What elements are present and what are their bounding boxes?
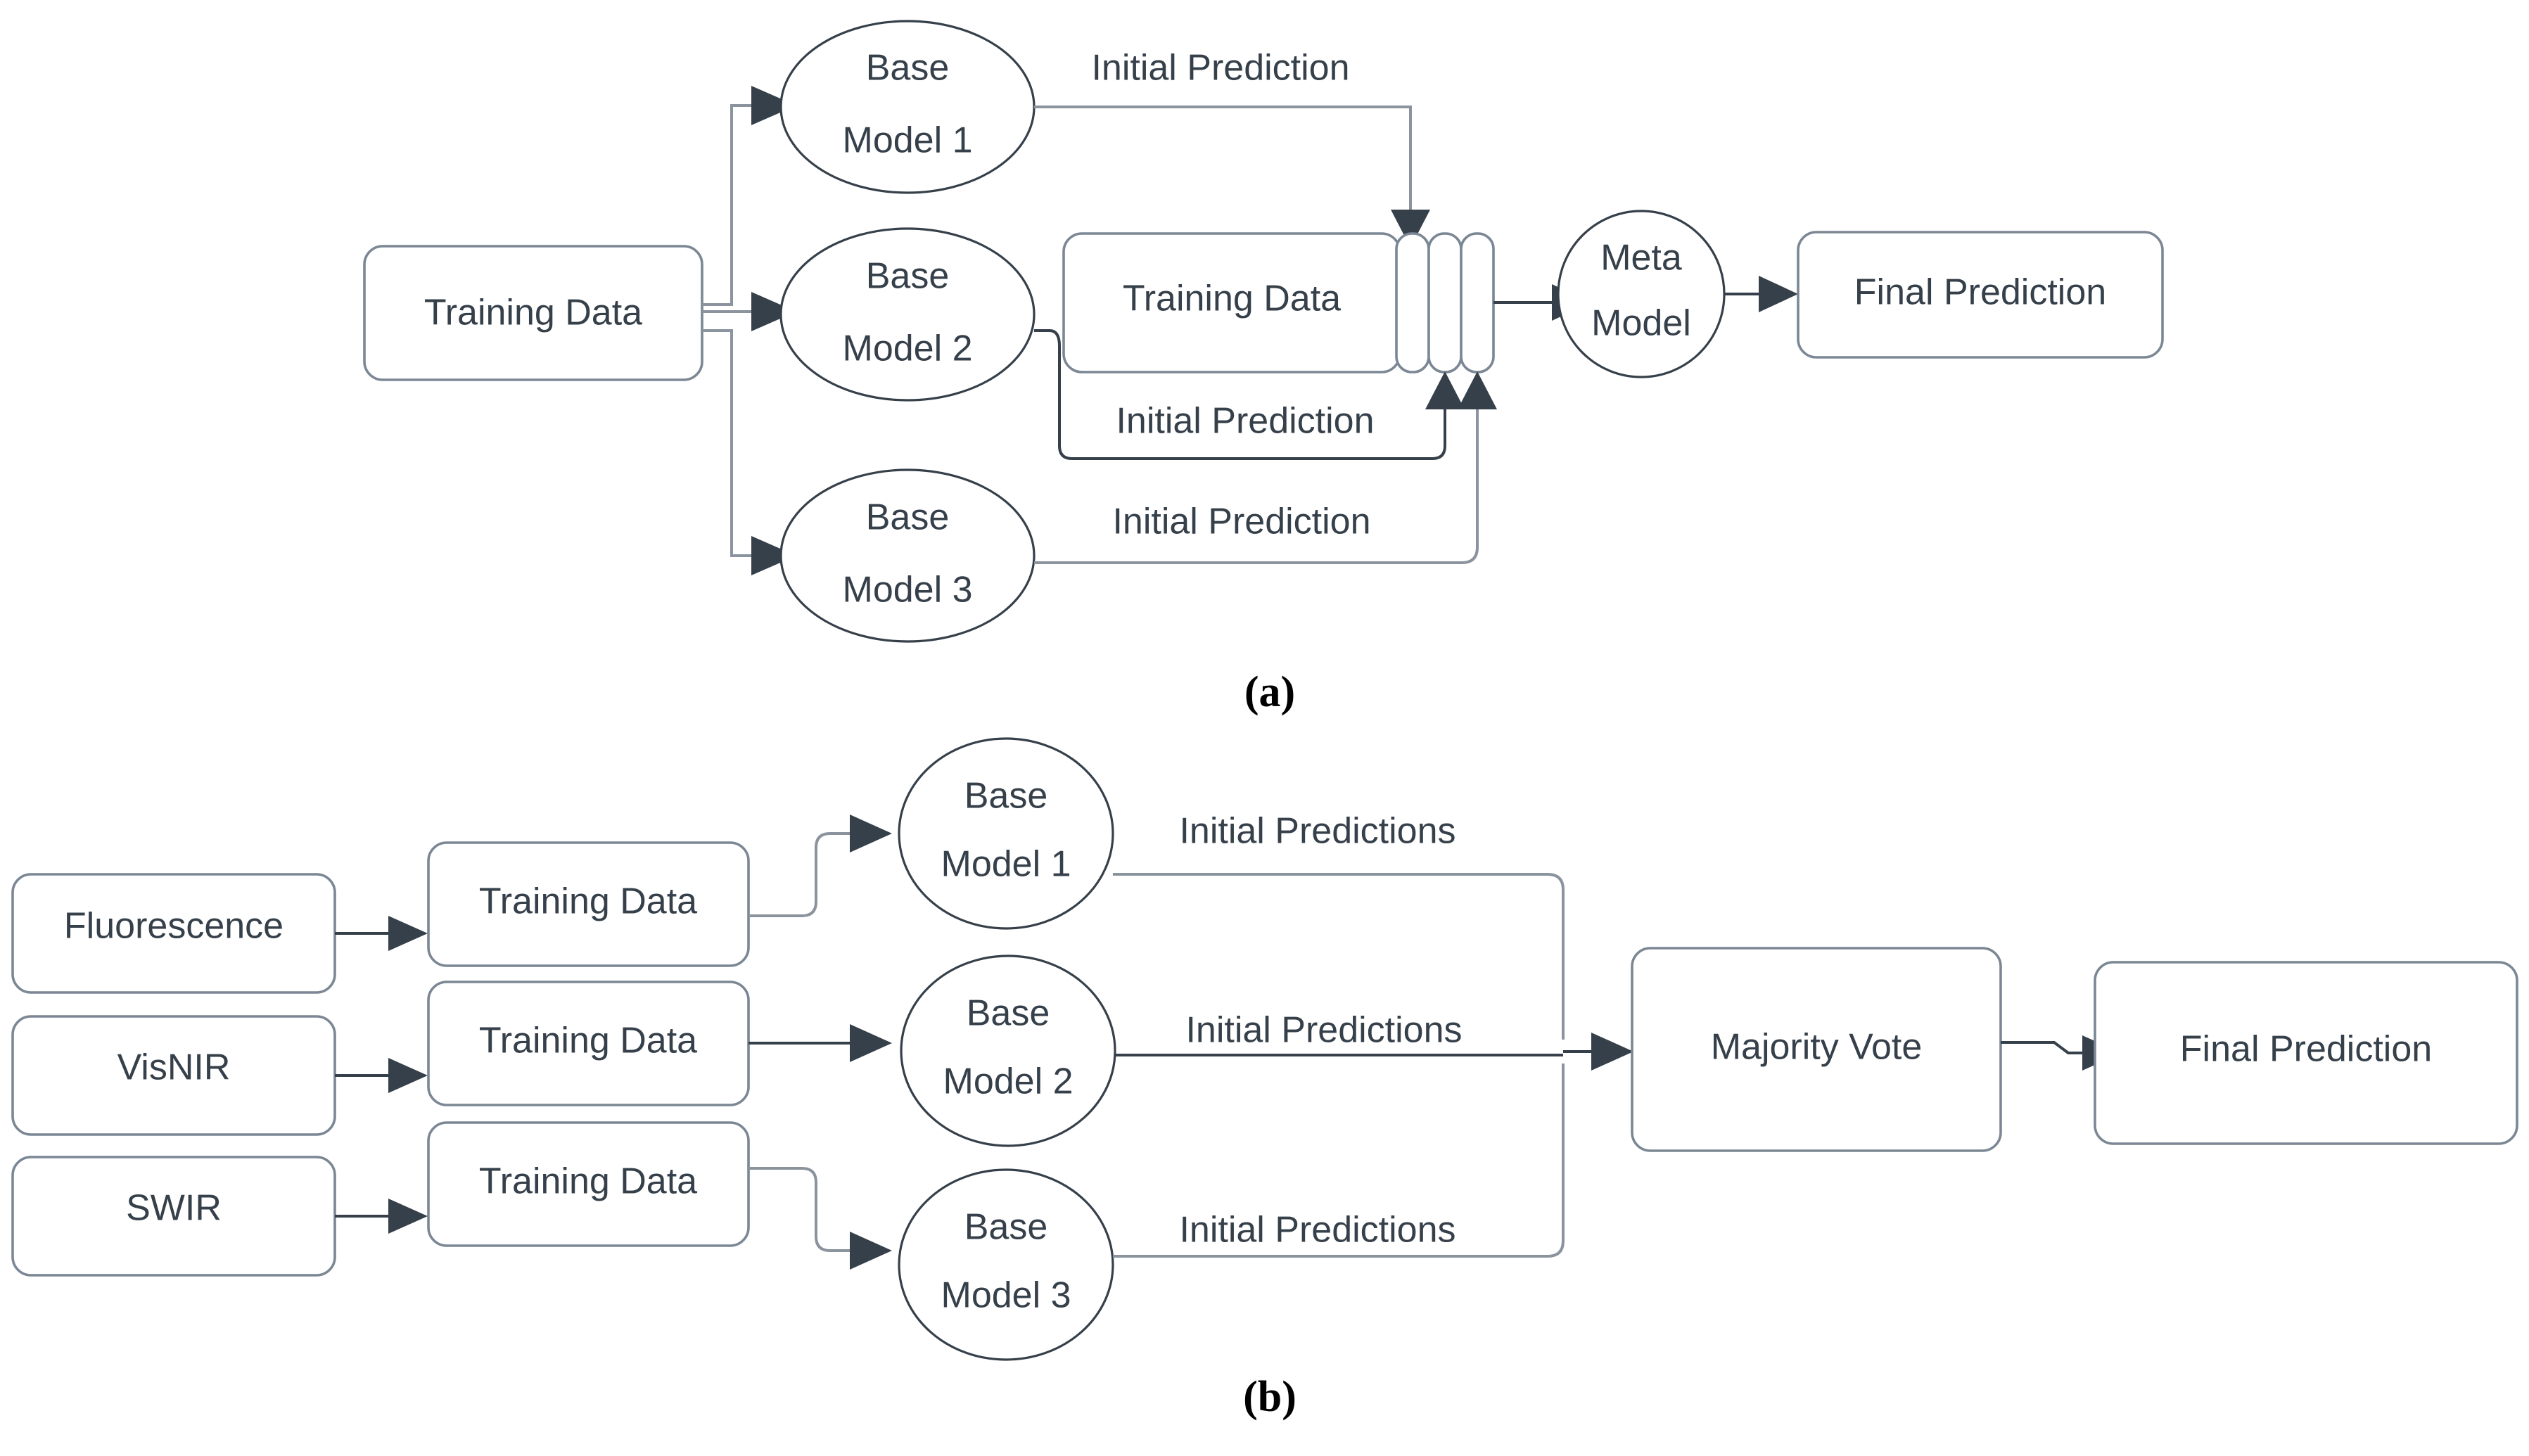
base-model-3-b-label-line1: Base [964, 1207, 1048, 1248]
meta-model-a-ellipse[interactable] [1557, 210, 1726, 378]
final-prediction-b-rect[interactable] [2094, 961, 2518, 1145]
edge-label-initial-prediction-3-a: Initial Prediction [1112, 502, 1370, 542]
base-model-2-a-label-line2: Model 2 [843, 328, 973, 369]
majority-vote-rect[interactable] [1631, 947, 2002, 1152]
stacked-box-2-a[interactable] [1427, 232, 1463, 373]
arrowhead-td2-bm2-b [850, 1024, 892, 1062]
connector-bm2-to-stack-a [1034, 329, 1446, 460]
base-model-3-b-ellipse[interactable] [898, 1168, 1114, 1361]
base-model-1-b-ellipse[interactable] [898, 737, 1114, 930]
training-data-1-b-rect[interactable] [427, 841, 750, 967]
base-model-1-b-label-line1: Base [964, 776, 1048, 817]
edge-label-initial-predictions-3-b: Initial Predictions [1179, 1210, 1455, 1251]
node-base-model-3-b[interactable]: Base Model 3 [898, 1168, 1114, 1361]
final-prediction-a-label: Final Prediction [1854, 272, 2106, 313]
panel-a: Training Data Base Model 1 Base Model 2 [363, 20, 2164, 716]
arrowhead-visnir-td-b [388, 1058, 428, 1093]
base-model-2-a-label-line1: Base [866, 256, 950, 297]
base-model-3-a-ellipse[interactable] [779, 468, 1036, 643]
source-swir-label: SWIR [126, 1188, 222, 1229]
final-prediction-b-label: Final Prediction [2180, 1029, 2432, 1070]
base-model-2-b-ellipse[interactable] [900, 954, 1116, 1147]
node-final-prediction-b[interactable]: Final Prediction [2094, 961, 2518, 1145]
connector-bm1-to-stack-a [1034, 106, 1412, 211]
base-model-1-a-label-line1: Base [866, 48, 950, 89]
edge-label-initial-predictions-1-b: Initial Predictions [1179, 811, 1455, 852]
connector-td1-to-bm1-b [748, 832, 855, 917]
node-base-model-3-a[interactable]: Base Model 3 [779, 468, 1036, 643]
node-source-visnir-b[interactable]: VisNIR [11, 1015, 336, 1136]
meta-training-data-a-label: Training Data [1123, 279, 1341, 319]
stacked-prediction-boxes-a[interactable] [1395, 232, 1495, 373]
edge-label-initial-prediction-2-a: Initial Prediction [1116, 401, 1374, 442]
connector-vote-to-final-b [2001, 1041, 2088, 1054]
stacked-box-3-a[interactable] [1460, 232, 1495, 373]
node-meta-model-a[interactable]: Meta Model [1557, 210, 1726, 378]
node-meta-training-data-a[interactable]: Training Data [1062, 232, 1401, 373]
node-base-model-2-a[interactable]: Base Model 2 [779, 227, 1036, 402]
panel-b-caption: (b) [1243, 1373, 1297, 1421]
training-data-1-b-label: Training Data [479, 881, 697, 922]
final-prediction-a-rect[interactable] [1797, 231, 2164, 359]
edge-label-initial-predictions-2-b: Initial Predictions [1185, 1010, 1462, 1051]
base-model-1-b-label-line2: Model 1 [941, 844, 1071, 885]
arrowhead-to-final-prediction-a [1759, 276, 1798, 312]
node-training-data-input-a[interactable]: Training Data [363, 245, 703, 381]
node-training-data-3-b[interactable]: Training Data [427, 1121, 750, 1247]
arrowhead-bm2-stack-a [1425, 371, 1465, 409]
connector-bm3-to-stack-a [1034, 408, 1479, 564]
connector-training-to-bm1-a [702, 104, 756, 306]
source-visnir-label: VisNIR [117, 1047, 231, 1088]
node-base-model-2-b[interactable]: Base Model 2 [900, 954, 1116, 1147]
node-training-data-2-b[interactable]: Training Data [427, 981, 750, 1106]
node-base-model-1-b[interactable]: Base Model 1 [898, 737, 1114, 930]
base-model-3-a-label-line2: Model 3 [843, 570, 973, 611]
edge-label-initial-prediction-1-a: Initial Prediction [1091, 48, 1349, 89]
node-final-prediction-a[interactable]: Final Prediction [1797, 231, 2164, 359]
base-model-3-a-label-line1: Base [866, 497, 950, 538]
arrowhead-bm3-stack-a [1458, 371, 1497, 409]
arrowhead-to-bm3-a [751, 536, 796, 575]
training-data-2-b-label: Training Data [479, 1021, 697, 1061]
arrowhead-to-bm1-a [751, 86, 796, 125]
base-model-2-a-ellipse[interactable] [779, 227, 1036, 402]
connector-td3-to-bm3-b [748, 1167, 855, 1252]
arrowhead-swir-td-b [388, 1199, 428, 1234]
node-base-model-1-a[interactable]: Base Model 1 [779, 20, 1036, 194]
training-data-input-a-label: Training Data [424, 293, 642, 333]
node-source-fluorescence-b[interactable]: Fluorescence [11, 873, 336, 994]
base-model-1-a-label-line2: Model 1 [843, 120, 973, 161]
meta-model-a-label-line2: Model [1591, 303, 1691, 344]
meta-model-a-label-line1: Meta [1600, 238, 1682, 279]
training-data-3-b-label: Training Data [479, 1161, 697, 1202]
arrowhead-to-bm2-a [751, 292, 796, 331]
base-model-2-b-label-line2: Model 2 [943, 1061, 1074, 1102]
node-source-swir-b[interactable]: SWIR [11, 1156, 336, 1277]
arrowhead-bm1-stack-a [1391, 210, 1430, 248]
connector-bm1-to-vote-b [1113, 873, 1565, 1040]
majority-vote-label: Majority Vote [1711, 1027, 1923, 1068]
arrowhead-td3-bm3-b [850, 1232, 892, 1270]
node-majority-vote-b[interactable]: Majority Vote [1631, 947, 2002, 1152]
connector-bm3-to-vote-b [1113, 1064, 1565, 1258]
arrowhead-to-majority-vote-b [1591, 1033, 1633, 1071]
panel-a-caption: (a) [1244, 668, 1295, 716]
stacked-box-1-a[interactable] [1395, 232, 1430, 373]
base-model-3-b-label-line2: Model 3 [941, 1275, 1071, 1316]
panel-b: Fluorescence VisNIR SWIR Training Data [11, 737, 2518, 1421]
base-model-1-a-ellipse[interactable] [779, 20, 1036, 194]
node-training-data-1-b[interactable]: Training Data [427, 841, 750, 967]
training-data-3-b-rect[interactable] [427, 1121, 750, 1247]
connector-training-to-bm3-a [702, 329, 756, 557]
arrowhead-td1-bm1-b [850, 815, 892, 852]
base-model-2-b-label-line1: Base [967, 993, 1050, 1034]
arrowhead-fluorescence-td-b [388, 916, 428, 951]
source-fluorescence-label: Fluorescence [64, 906, 284, 947]
